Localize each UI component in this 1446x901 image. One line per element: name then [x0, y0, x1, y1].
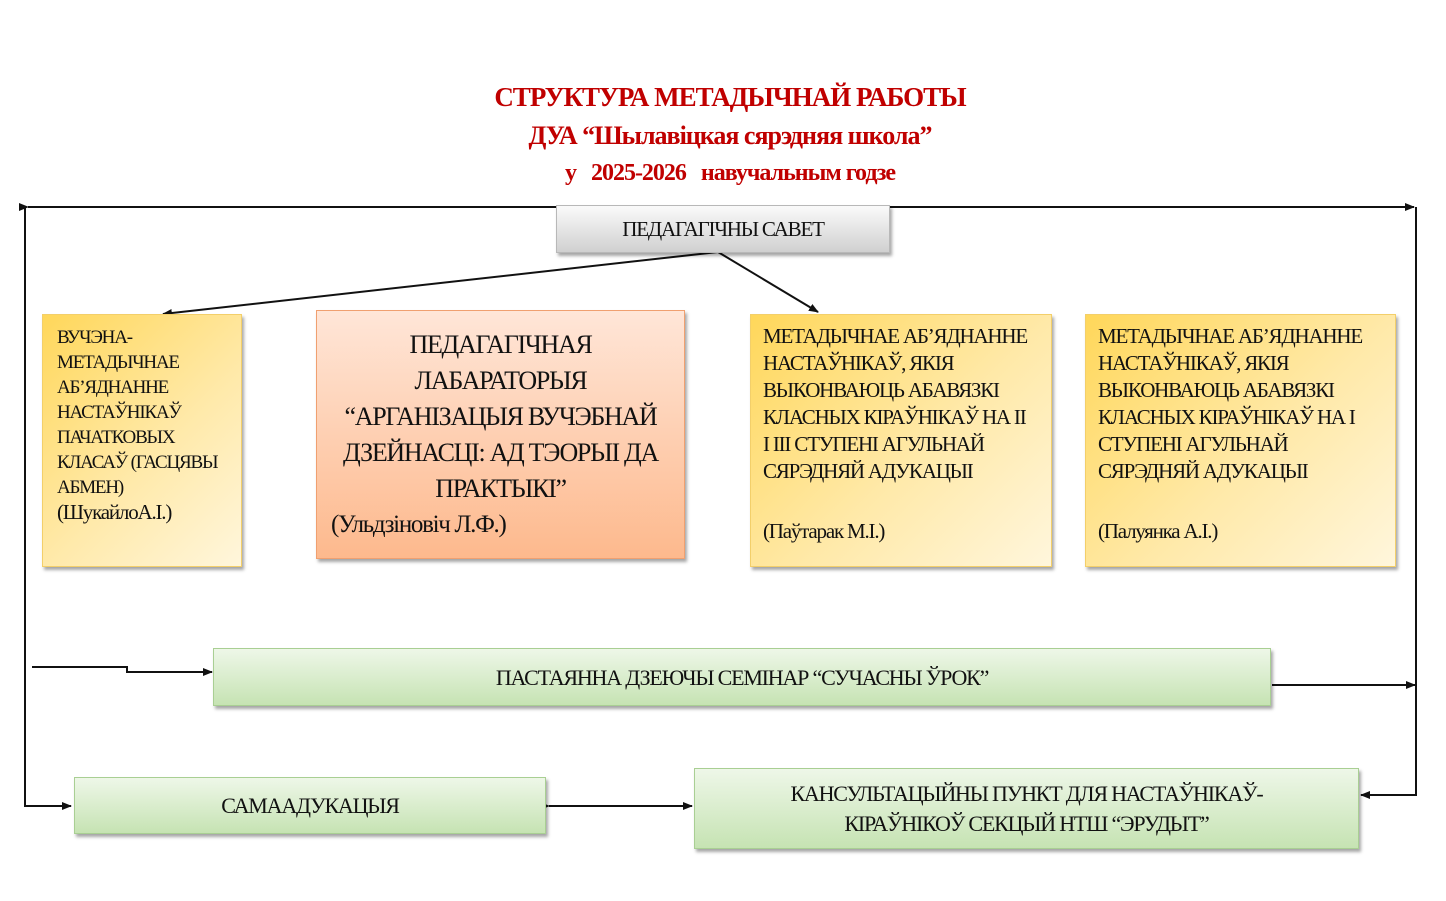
- box-line: НАСТАЎНІКАЎ, ЯКІЯ: [763, 351, 955, 375]
- box-line: АБМЕН): [57, 477, 124, 498]
- box-line: КЛАСНЫХ КІРАЎНІКАЎ НА І: [1098, 405, 1356, 429]
- box-leader: (ШукайлоА.І.): [57, 500, 172, 524]
- box-leader: (Палуянка А.І.): [1098, 519, 1218, 543]
- box-line: НАСТАЎНІКАЎ: [57, 402, 182, 423]
- box-line: ВЫКОНВАЮЦЬ АБАВЯЗКІ: [763, 378, 1000, 402]
- box-line: І ІІІ СТУПЕНІ АГУЛЬНАЙ: [763, 432, 985, 456]
- box-leader: (Паўтарак М.І.): [763, 519, 885, 543]
- title-line-1: СТРУКТУРА МЕТАДЫЧНАЙ РАБОТЫ: [494, 82, 966, 112]
- box-line: КЛАСАЎ (ГАСЦЯВЫ: [57, 452, 219, 473]
- title-line-3: у 2025-2026 навучальным годзе: [564, 160, 896, 186]
- box-line: АБ’ЯДНАННЕ: [57, 377, 169, 398]
- pedagogical-laboratory-box: ПЕДАГАГІЧНАЯ ЛАБАРАТОРЫЯ “АРГАНІЗАЦЫЯ ВУ…: [316, 310, 685, 559]
- primary-teachers-association-box: ВУЧЭНА- МЕТАДЫЧНАЕ АБ’ЯДНАННЕ НАСТАЎНІКА…: [42, 314, 242, 567]
- box-line: ПРАКТЫКІ”: [435, 474, 567, 503]
- class-teachers-association-2-3-box: МЕТАДЫЧНАЕ АБ’ЯДНАННЕ НАСТАЎНІКАЎ, ЯКІЯ …: [750, 314, 1052, 567]
- box-line: КІРАЎНІКОЎ СЕКЦЫЙ НТШ “ЭРУДЫТ”: [844, 810, 1209, 836]
- permanent-seminar-box: ПАСТАЯННА ДЗЕЮЧЫ СЕМІНАР “СУЧАСНЫ ЎРОК”: [213, 648, 1271, 706]
- box-line: МЕТАДЫЧНАЕ: [57, 352, 180, 373]
- box-line: ВУЧЭНА-: [57, 327, 133, 348]
- box-leader: (Ульдзіновіч Л.Ф.): [331, 511, 507, 538]
- box-line: КАНСУЛЬТАЦЫЙНЫ ПУНКТ ДЛЯ НАСТАЎНІКАЎ-: [790, 780, 1263, 806]
- box-line: НАСТАЎНІКАЎ, ЯКІЯ: [1098, 351, 1290, 375]
- box-line: СТУПЕНІ АГУЛЬНАЙ: [1098, 432, 1289, 456]
- box-line: “АРГАНІЗАЦЫЯ ВУЧЭБНАЙ: [344, 402, 658, 431]
- consultation-point-box: КАНСУЛЬТАЦЫЙНЫ ПУНКТ ДЛЯ НАСТАЎНІКАЎ- КІ…: [694, 768, 1359, 849]
- pedagogical-council-box: ПЕДАГАГІЧНЫ САВЕТ: [556, 205, 890, 253]
- box-line: МЕТАДЫЧНАЕ АБ’ЯДНАННЕ: [763, 324, 1028, 348]
- box-line: ДЗЕЙНАСЦІ: АД ТЭОРЫІ ДА: [343, 438, 659, 467]
- box-line: СЯРЭДНЯЙ АДУКАЦЫІ: [1098, 459, 1309, 483]
- box-line: ПЕДАГАГІЧНАЯ: [409, 330, 592, 359]
- box-line: ЛАБАРАТОРЫЯ: [414, 366, 588, 395]
- box-line: ВЫКОНВАЮЦЬ АБАВЯЗКІ: [1098, 378, 1335, 402]
- class-teachers-association-1-box: МЕТАДЫЧНАЕ АБ’ЯДНАННЕ НАСТАЎНІКАЎ, ЯКІЯ …: [1085, 314, 1396, 567]
- title-line-2: ДУА “Шылавіцкая сярэдняя школа”: [528, 121, 933, 150]
- box-line: КЛАСНЫХ КІРАЎНІКАЎ НА ІІ: [763, 405, 1027, 429]
- box-line: МЕТАДЫЧНАЕ АБ’ЯДНАННЕ: [1098, 324, 1363, 348]
- box-line: СЯРЭДНЯЙ АДУКАЦЫІ: [763, 459, 974, 483]
- self-education-box: САМААДУКАЦЫЯ: [74, 777, 546, 834]
- box-line: ПАЧАТКОВЫХ: [57, 427, 176, 448]
